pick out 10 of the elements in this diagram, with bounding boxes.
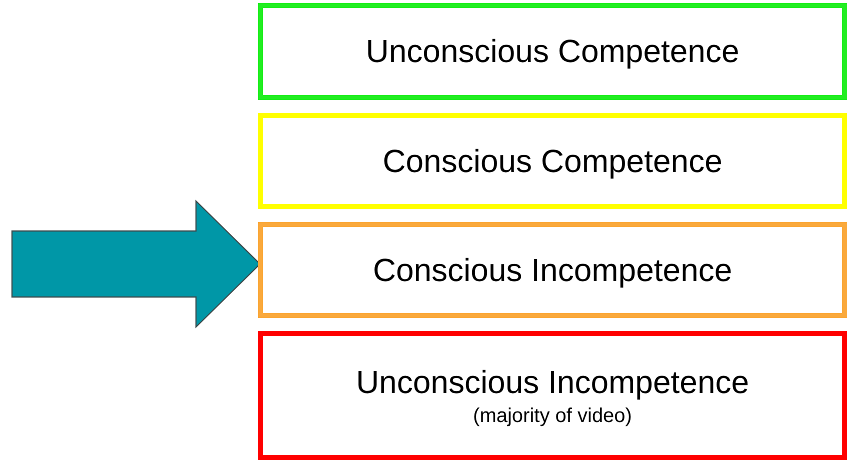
stage-title: Unconscious Competence xyxy=(366,33,740,70)
stage-title: Conscious Competence xyxy=(382,142,722,180)
stage-box xyxy=(258,3,847,100)
stage-note: (majority of video) xyxy=(473,404,632,428)
stage-title: Conscious Incompetence xyxy=(372,252,732,288)
stage-box xyxy=(258,113,847,209)
stage-box xyxy=(258,331,847,460)
stage-title: Unconscious Incompetence xyxy=(356,364,750,400)
block-arrow xyxy=(11,200,261,328)
stage-box xyxy=(258,222,847,318)
